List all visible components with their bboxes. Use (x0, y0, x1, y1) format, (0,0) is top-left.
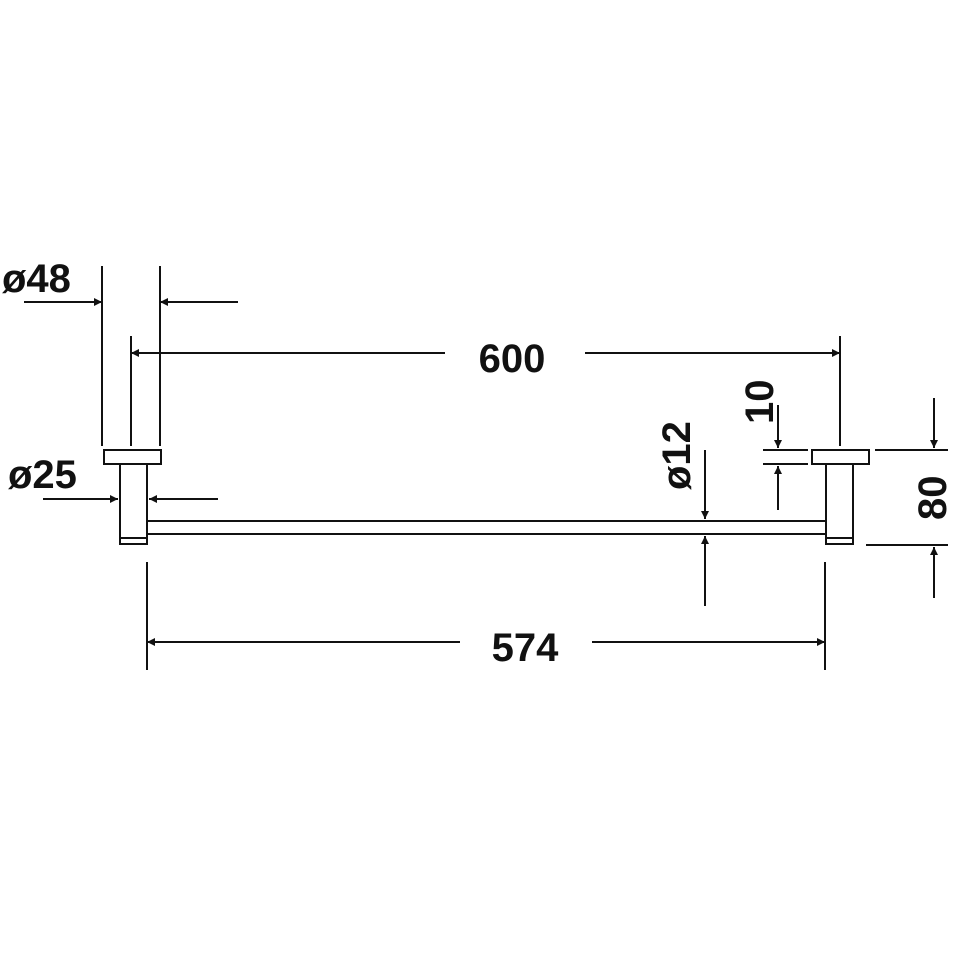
dimension-label: 80 (911, 476, 955, 521)
dimension-projection: 80 (866, 398, 955, 598)
dimension-label: 574 (492, 626, 559, 670)
left-post (119, 463, 148, 545)
left-rosette (103, 449, 162, 465)
dimension-post-diameter: ø25 (8, 453, 218, 503)
dimension-overall-length: 600 (130, 336, 841, 446)
towel-rail (103, 449, 870, 545)
right-rosette (811, 449, 870, 465)
dimension-label: ø25 (8, 453, 77, 497)
dimension-label: 600 (479, 337, 546, 381)
right-post (825, 463, 854, 545)
dimension-rosette-diameter: ø48 (2, 257, 238, 446)
dimension-label: 10 (738, 380, 782, 425)
dimension-label: ø12 (655, 421, 699, 490)
dimension-bar-diameter: ø12 (655, 421, 709, 606)
dimension-bar-length: 574 (146, 562, 826, 670)
towel-bar (146, 520, 827, 535)
dimension-label: ø48 (2, 257, 71, 301)
dimension-rosette-thickness: 10 (738, 380, 808, 510)
